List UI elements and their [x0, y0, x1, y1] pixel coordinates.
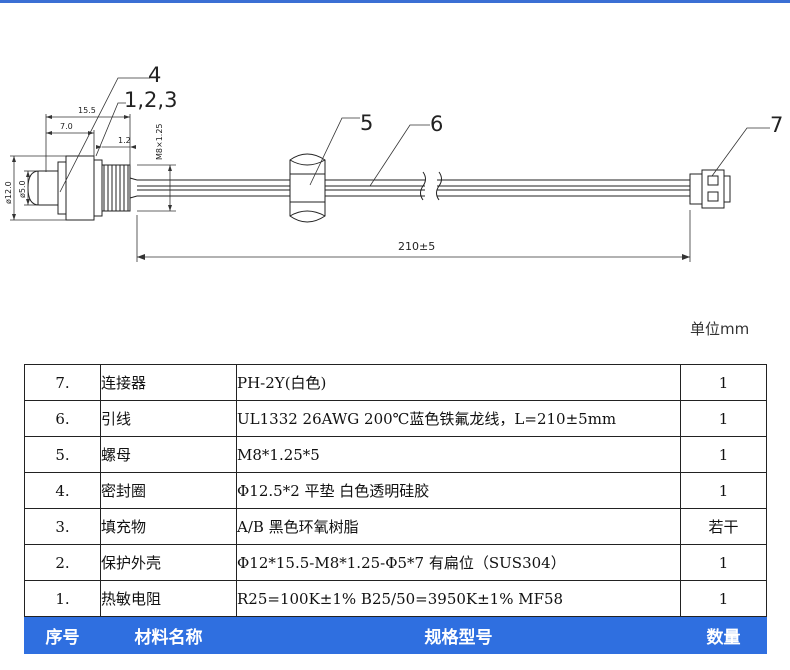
- row-material-name: 填充物: [100, 508, 237, 545]
- flange: [65, 155, 95, 221]
- row-spec: A/B 黑色环氧树脂: [236, 508, 681, 545]
- callout-4: 4: [148, 63, 161, 87]
- callout-5: 5: [360, 111, 373, 135]
- dim-7-0-label: 7.0: [60, 122, 73, 131]
- dim-dia12-label: ø12.0: [4, 181, 13, 204]
- row-qty: 若干: [680, 508, 767, 545]
- row-material-name: 密封圈: [100, 472, 237, 509]
- row-material-name: 保护外壳: [100, 544, 237, 581]
- row-spec: R25=100K±1% B25/50=3950K±1% MF58: [236, 580, 681, 617]
- row-qty: 1: [680, 544, 767, 581]
- header-index: 序号: [24, 616, 101, 654]
- table-header-row: 序号 材料名称 规格型号 数量: [24, 616, 767, 654]
- table-row: 6. 引线 UL1332 26AWG 200℃蓝色铁氟龙线，L=210±5mm …: [24, 400, 767, 437]
- dim-15-5-label: 15.5: [78, 106, 96, 115]
- table-row: 1. 热敏电阻 R25=100K±1% B25/50=3950K±1% MF58…: [24, 580, 767, 617]
- table-row: 5. 螺母 M8*1.25*5 1: [24, 436, 767, 473]
- row-qty: 1: [680, 436, 767, 473]
- row-material-name: 引线: [100, 400, 237, 437]
- sensor-technical-drawing: 4 1,2,3 5 6 7 15.5 7.0 1.2 M8×1.25 ø12.0…: [4, 63, 783, 262]
- dim-1-2-label: 1.2: [118, 136, 131, 145]
- dim-210-label: 210±5: [398, 240, 435, 253]
- row-material-name: 热敏电阻: [100, 580, 237, 617]
- header-spec: 规格型号: [236, 616, 681, 654]
- leader-4: [59, 77, 150, 193]
- row-index: 2.: [24, 544, 101, 581]
- dim-thread-label: M8×1.25: [155, 123, 164, 160]
- row-spec: UL1332 26AWG 200℃蓝色铁氟龙线，L=210±5mm: [236, 400, 681, 437]
- table-row: 7. 连接器 PH-2Y(白色) 1: [24, 364, 767, 401]
- row-spec: Φ12.5*2 平垫 白色透明硅胶: [236, 472, 681, 509]
- callout-6: 6: [430, 112, 443, 136]
- row-index: 3.: [24, 508, 101, 545]
- table-row: 3. 填充物 A/B 黑色环氧树脂 若干: [24, 508, 767, 545]
- row-qty: 1: [680, 400, 767, 437]
- flange-lip: [93, 159, 103, 217]
- lead-wire: [137, 179, 690, 197]
- table-row: 2. 保护外壳 Φ12*15.5-M8*1.25-Φ5*7 有扁位（SUS304…: [24, 544, 767, 581]
- row-qty: 1: [680, 580, 767, 617]
- row-spec: M8*1.25*5: [236, 436, 681, 473]
- sensor-tip: [27, 170, 58, 206]
- connector-ph2y: [689, 169, 731, 209]
- leader-6: [369, 124, 430, 187]
- callout-7: 7: [770, 113, 783, 137]
- unit-label: 单位mm: [690, 320, 750, 338]
- leader-123: [95, 102, 126, 157]
- row-spec: PH-2Y(白色): [236, 364, 681, 401]
- top-accent-rule: [0, 0, 790, 3]
- leader-5: [309, 117, 360, 186]
- wire-break-mark: [420, 171, 426, 201]
- thread-lines: [103, 165, 129, 211]
- row-index: 7.: [24, 364, 101, 401]
- bill-of-materials-table: 7. 连接器 PH-2Y(白色) 1 6. 引线 UL1332 26AWG 20…: [24, 364, 767, 654]
- row-qty: 1: [680, 472, 767, 509]
- row-qty: 1: [680, 364, 767, 401]
- row-index: 6.: [24, 400, 101, 437]
- row-index: 4.: [24, 472, 101, 509]
- row-index: 5.: [24, 436, 101, 473]
- row-material-name: 螺母: [100, 436, 237, 473]
- header-qty: 数量: [680, 616, 767, 654]
- dim-dia5-label: ø5.0: [18, 180, 27, 198]
- row-material-name: 连接器: [100, 364, 237, 401]
- row-spec: Φ12*15.5-M8*1.25-Φ5*7 有扁位（SUS304）: [236, 544, 681, 581]
- hex-nut: [289, 153, 326, 223]
- table-row: 4. 密封圈 Φ12.5*2 平垫 白色透明硅胶 1: [24, 472, 767, 509]
- header-material-name: 材料名称: [100, 616, 237, 654]
- row-index: 1.: [24, 580, 101, 617]
- callout-1-2-3: 1,2,3: [124, 88, 177, 112]
- leader-7: [711, 127, 770, 177]
